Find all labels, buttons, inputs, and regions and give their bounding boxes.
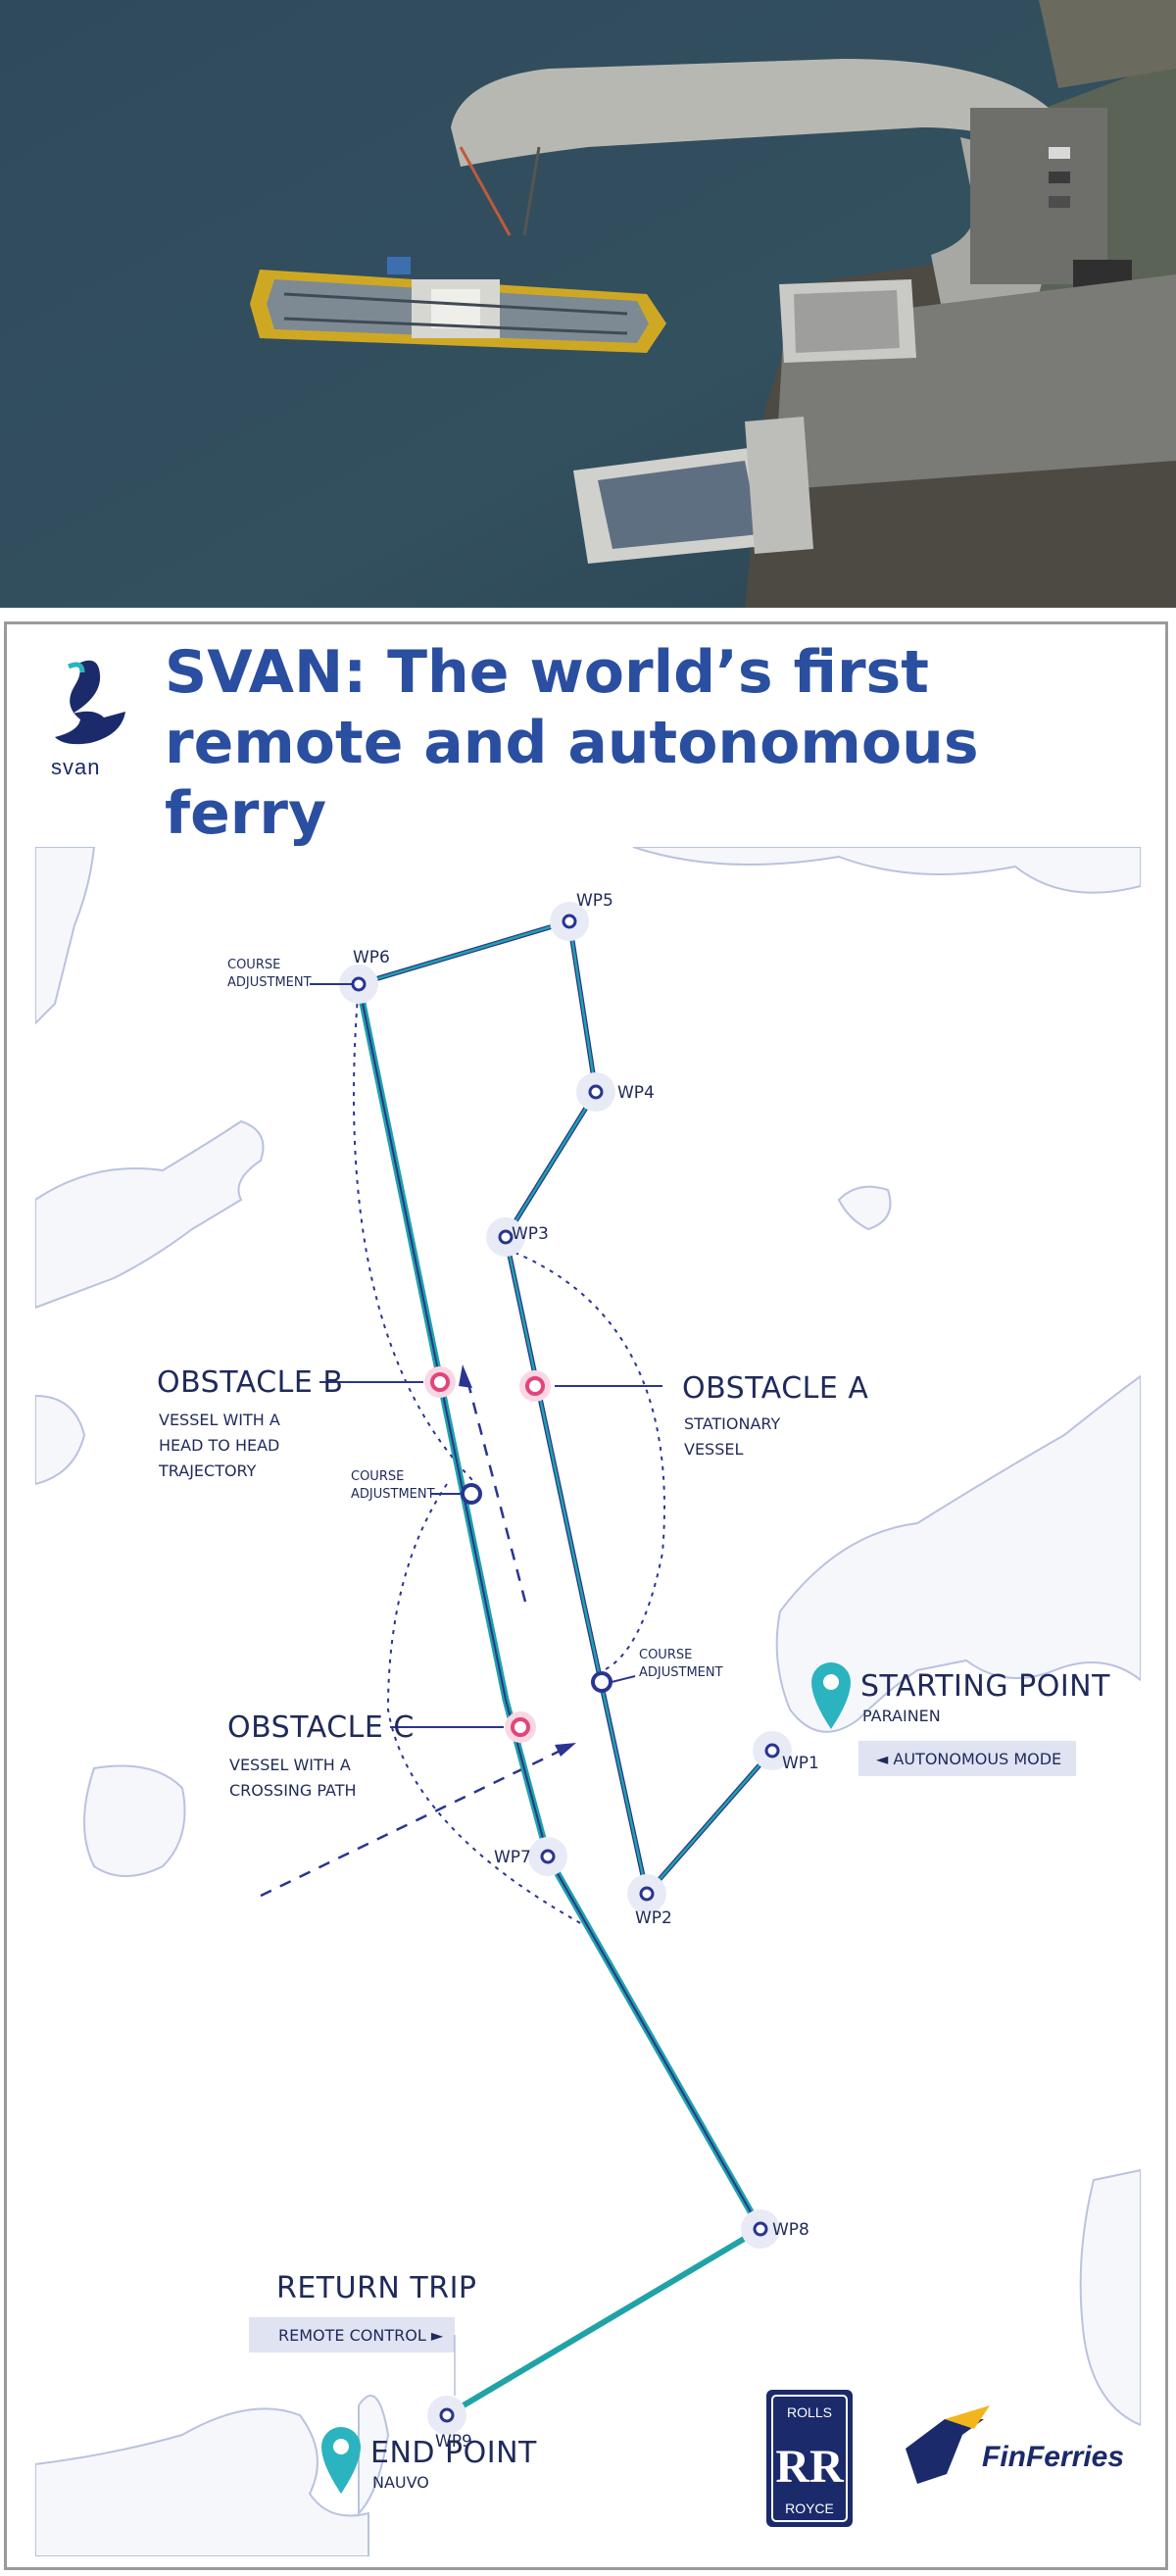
svg-text:ROYCE: ROYCE (785, 2501, 834, 2516)
remote-control-label: REMOTE CONTROL ► (278, 2326, 444, 2345)
course-adjustment-label-low: COURSE ADJUSTMENT (611, 1648, 723, 1683)
svg-text:ADJUSTMENT: ADJUSTMENT (639, 1665, 723, 1680)
end-point: END POINT NAUVO (321, 2427, 537, 2494)
remote-control-badge (249, 2317, 455, 2353)
wp5-label: WP5 (576, 891, 613, 911)
start-title: STARTING POINT (860, 1669, 1110, 1704)
waypoints (339, 902, 792, 2435)
svg-text:ADJUSTMENT: ADJUSTMENT (227, 975, 312, 990)
wp6-node (351, 976, 367, 992)
svg-text:RR: RR (775, 2441, 845, 2493)
route-teal (355, 983, 764, 2231)
wp7-label: WP7 (494, 1848, 531, 1867)
svg-text:HEAD TO HEAD: HEAD TO HEAD (159, 1436, 279, 1455)
arrow-head-b (459, 1364, 472, 1388)
wp5-node (562, 914, 577, 929)
svg-text:COURSE: COURSE (639, 1648, 692, 1662)
end-title: END POINT (370, 2436, 537, 2470)
title-line-2: remote and autonomous ferry (165, 709, 979, 848)
route-map: WP1 WP2 WP3 WP4 WP5 WP6 WP7 WP8 WP9 COUR… (35, 847, 1141, 2556)
wp4-label: WP4 (617, 1083, 655, 1103)
wp3-label: WP3 (512, 1224, 549, 1244)
wp1-node (764, 1743, 780, 1759)
coastlines (35, 847, 1141, 2556)
autonomous-mode-badge (858, 1741, 1076, 1776)
wp8-label: WP8 (772, 2220, 809, 2240)
obstacle-trajectories (260, 1375, 565, 1898)
svg-text:VESSEL WITH A: VESSEL WITH A (229, 1756, 351, 1774)
end-place: NAUVO (372, 2473, 429, 2492)
start-pin-icon (811, 1662, 851, 1729)
rolls-royce-logo: ROLLS RR ROYCE (766, 2390, 853, 2527)
wp1-label: WP1 (782, 1754, 819, 1773)
wp9-label: WP9 (435, 2432, 472, 2452)
page-title: SVAN: The world’s first remote and auton… (165, 637, 1145, 849)
svan-logo (39, 647, 147, 784)
avoidance-paths (353, 983, 665, 1926)
route-teal-core (358, 983, 761, 2230)
infographic-panel: svan SVAN: The world’s first remote and … (0, 608, 1176, 2576)
obstacle-b-title: OBSTACLE B (157, 1365, 343, 1400)
starting-point: STARTING POINT PARAINEN ◄ AUTONOMOUS MOD… (811, 1662, 1110, 1776)
arrow-head-c (555, 1743, 576, 1757)
return-trip-title: RETURN TRIP (276, 2271, 477, 2305)
course-adjustment-label-top: COURSE ADJUSTMENT (227, 958, 353, 990)
svg-text:STATIONARY: STATIONARY (684, 1414, 780, 1433)
end-pin-icon (321, 2427, 361, 2494)
obstacle-c: OBSTACLE C VESSEL WITH A CROSSING PATH (227, 1710, 536, 1800)
course-adjust-node-2 (591, 1671, 612, 1693)
obstacle-c-title: OBSTACLE C (227, 1710, 415, 1745)
wp3-node (498, 1229, 514, 1245)
start-place: PARAINEN (862, 1707, 941, 1725)
title-line-1: SVAN: The world’s first (165, 638, 929, 707)
finferries-logo: FinFerries (906, 2405, 1124, 2484)
wp7-node (540, 1849, 556, 1864)
wp6-label: WP6 (353, 948, 390, 967)
obstacle-a-title: OBSTACLE A (682, 1371, 868, 1406)
obstacle-a: OBSTACLE A STATIONARY VESSEL (519, 1370, 868, 1459)
wp4-node (588, 1084, 604, 1100)
svg-text:TRAJECTORY: TRAJECTORY (158, 1461, 257, 1480)
svg-text:VESSEL: VESSEL (684, 1440, 743, 1459)
return-trip: RETURN TRIP REMOTE CONTROL ► (249, 2271, 477, 2396)
wp2-node (639, 1886, 655, 1902)
obstacle-b: OBSTACLE B VESSEL WITH A HEAD TO HEAD TR… (157, 1365, 456, 1480)
aerial-ferry-photo (0, 0, 1176, 608)
autonomous-mode-label: ◄ AUTONOMOUS MODE (876, 1750, 1061, 1768)
route-return-leg (445, 2226, 762, 2418)
svg-text:VESSEL WITH A: VESSEL WITH A (159, 1411, 280, 1429)
svg-text:COURSE: COURSE (227, 958, 280, 972)
svg-text:ADJUSTMENT: ADJUSTMENT (351, 1487, 435, 1502)
panel-border (4, 621, 1168, 2570)
finferries-text: FinFerries (982, 2441, 1124, 2473)
svg-text:COURSE: COURSE (351, 1469, 404, 1484)
course-adjust-node-1 (461, 1483, 482, 1505)
svg-text:CROSSING PATH: CROSSING PATH (229, 1781, 357, 1800)
wp8-node (753, 2221, 768, 2237)
svg-text:ROLLS: ROLLS (787, 2404, 832, 2420)
wp2-label: WP2 (635, 1908, 672, 1928)
course-adjustment-label-mid: COURSE ADJUSTMENT (351, 1469, 463, 1502)
wp9-node (439, 2407, 455, 2423)
svan-logo-text: svan (51, 755, 101, 779)
